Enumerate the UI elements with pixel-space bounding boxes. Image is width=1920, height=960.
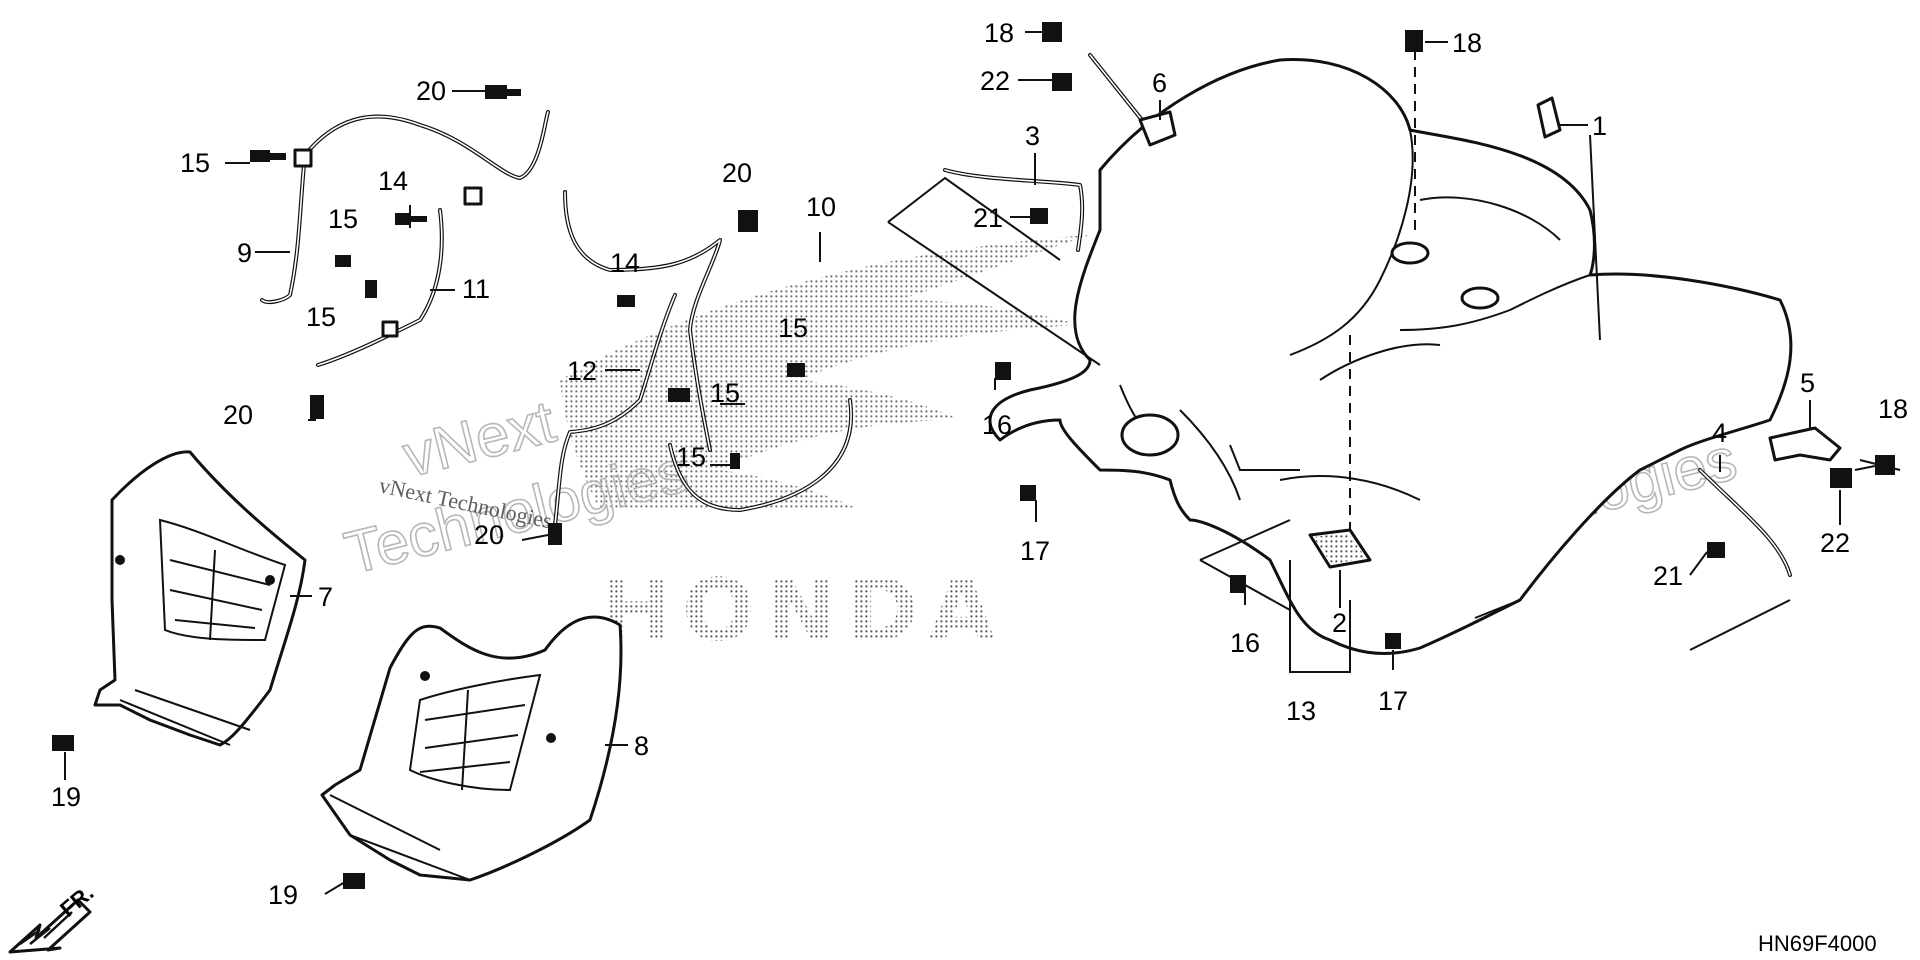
part-13-rear-fender	[988, 58, 1793, 655]
part-2-reflector	[1308, 528, 1372, 569]
bolt-17-a	[1020, 485, 1036, 501]
callout-9: 9	[237, 238, 252, 268]
bolt-14-b	[617, 295, 635, 307]
part-11-rod	[316, 208, 444, 367]
callout-leaders	[64, 31, 1876, 895]
callout-4: 4	[1712, 418, 1727, 448]
callout-10: 10	[806, 192, 836, 222]
bolt-17-b	[1385, 633, 1401, 649]
bolt-20-b	[310, 395, 324, 419]
callout-12: 12	[567, 356, 597, 386]
callout-13: 13	[1286, 696, 1316, 726]
part-12-rod	[553, 293, 677, 527]
callout-22b: 22	[1820, 528, 1850, 558]
part-6-bracket	[1088, 53, 1177, 147]
callout-7: 7	[318, 582, 333, 612]
callout-19b: 19	[268, 880, 298, 910]
diagram-code: HN69F4000	[1758, 931, 1877, 956]
bolt-22-a	[1052, 73, 1072, 91]
bolt-15-e	[787, 363, 805, 377]
bolt-18-c	[1875, 455, 1895, 475]
bolt-15-d	[668, 388, 690, 402]
callout-21a: 21	[973, 203, 1003, 233]
part-3-bracket	[943, 168, 1085, 252]
callout-15f: 15	[676, 442, 706, 472]
bolts	[52, 22, 1895, 889]
callout-18c: 18	[1878, 394, 1908, 424]
part-7-left-mud-guard	[93, 450, 307, 747]
front-direction-arrow: FR.	[8, 880, 98, 954]
assembly-lines	[887, 50, 1901, 673]
callout-20a: 20	[416, 76, 446, 106]
callout-22a: 22	[980, 66, 1010, 96]
part-5-bracket	[1768, 426, 1842, 462]
bolt-21-b	[1707, 542, 1725, 558]
callout-15a: 15	[180, 148, 210, 178]
callout-17a: 17	[1020, 536, 1050, 566]
bolt-14-a	[395, 213, 427, 225]
callout-21b: 21	[1653, 561, 1683, 591]
callout-14a: 14	[378, 166, 408, 196]
callout-15c: 15	[306, 302, 336, 332]
callout-15d: 15	[778, 313, 808, 343]
bolt-19-a	[52, 735, 74, 751]
callout-18a: 18	[984, 18, 1014, 48]
callout-20c: 20	[223, 400, 253, 430]
callout-6: 6	[1152, 68, 1167, 98]
bolt-15-b	[335, 255, 351, 267]
callout-20d: 20	[474, 520, 504, 550]
part-8-right-mud-guard	[320, 615, 623, 882]
callout-1: 1	[1592, 111, 1607, 141]
callout-17b: 17	[1378, 686, 1408, 716]
callout-2: 2	[1332, 608, 1347, 638]
callout-5: 5	[1800, 368, 1815, 398]
bolt-20-d	[548, 523, 562, 545]
honda-logo-text: HONDA	[600, 561, 1005, 661]
bolt-15-a	[250, 150, 286, 162]
callout-15b: 15	[328, 204, 358, 234]
bolt-20-a	[485, 85, 521, 99]
bolt-15-c	[365, 280, 377, 298]
callout-19a: 19	[51, 782, 81, 812]
bolt-18-b	[1405, 30, 1423, 52]
callout-14b: 14	[610, 248, 640, 278]
part-9-rod	[260, 110, 550, 305]
bolt-15-f	[730, 453, 740, 469]
part-10-rod	[563, 190, 854, 512]
part-4-bracket	[1698, 468, 1792, 577]
callout-18b: 18	[1452, 28, 1482, 58]
callout-15e: 15	[710, 378, 740, 408]
callout-8: 8	[634, 731, 649, 761]
callout-16a: 16	[982, 410, 1012, 440]
bolt-21-a	[1030, 208, 1048, 224]
callout-11: 11	[462, 274, 490, 304]
bolt-22-b	[1830, 468, 1852, 488]
honda-wing-logo: HONDA	[560, 235, 1090, 661]
part-1-clip	[1536, 96, 1562, 139]
bolt-20-c	[738, 210, 758, 232]
callout-3: 3	[1025, 121, 1040, 151]
callout-20b: 20	[722, 158, 752, 188]
callouts: 1 2 3 4 5 6 7 8 9 10 11 12 13 14 14 15 1…	[51, 18, 1908, 910]
callout-16b: 16	[1230, 628, 1260, 658]
bolt-19-b	[343, 873, 365, 889]
bolt-16-a	[995, 362, 1011, 380]
bolt-18-a	[1042, 22, 1062, 42]
bolt-16-b	[1230, 575, 1246, 593]
